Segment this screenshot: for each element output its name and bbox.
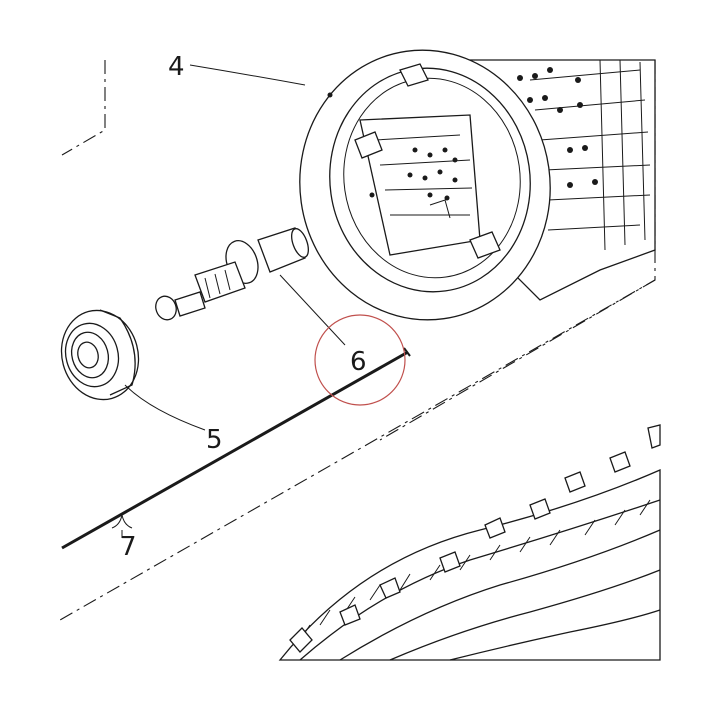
shaft-head bbox=[155, 295, 177, 321]
clutch-basket bbox=[299, 49, 656, 321]
callout-6: 6 bbox=[350, 347, 367, 377]
callout-7: 7 bbox=[120, 532, 137, 562]
stepped-shaft bbox=[155, 227, 309, 321]
hub-holes bbox=[327, 92, 458, 201]
bearing-inner-race bbox=[70, 331, 110, 379]
ball-bearing bbox=[60, 309, 140, 401]
clutch-plate-stack bbox=[278, 424, 661, 661]
leader-line-6 bbox=[279, 274, 346, 346]
leader-line-4 bbox=[189, 64, 306, 86]
phantom-line-top-left bbox=[61, 60, 106, 156]
shaft-body bbox=[194, 261, 246, 303]
shaft-pin bbox=[174, 291, 206, 317]
bearing-outer-race bbox=[60, 309, 140, 401]
highlight-circle bbox=[314, 314, 406, 406]
callout-4: 4 bbox=[168, 52, 185, 82]
leader-bracket-7 bbox=[111, 514, 133, 529]
leader-line-5 bbox=[124, 384, 206, 431]
callout-5: 5 bbox=[206, 425, 223, 455]
push-rod bbox=[61, 347, 411, 550]
leader-lines bbox=[111, 64, 346, 538]
